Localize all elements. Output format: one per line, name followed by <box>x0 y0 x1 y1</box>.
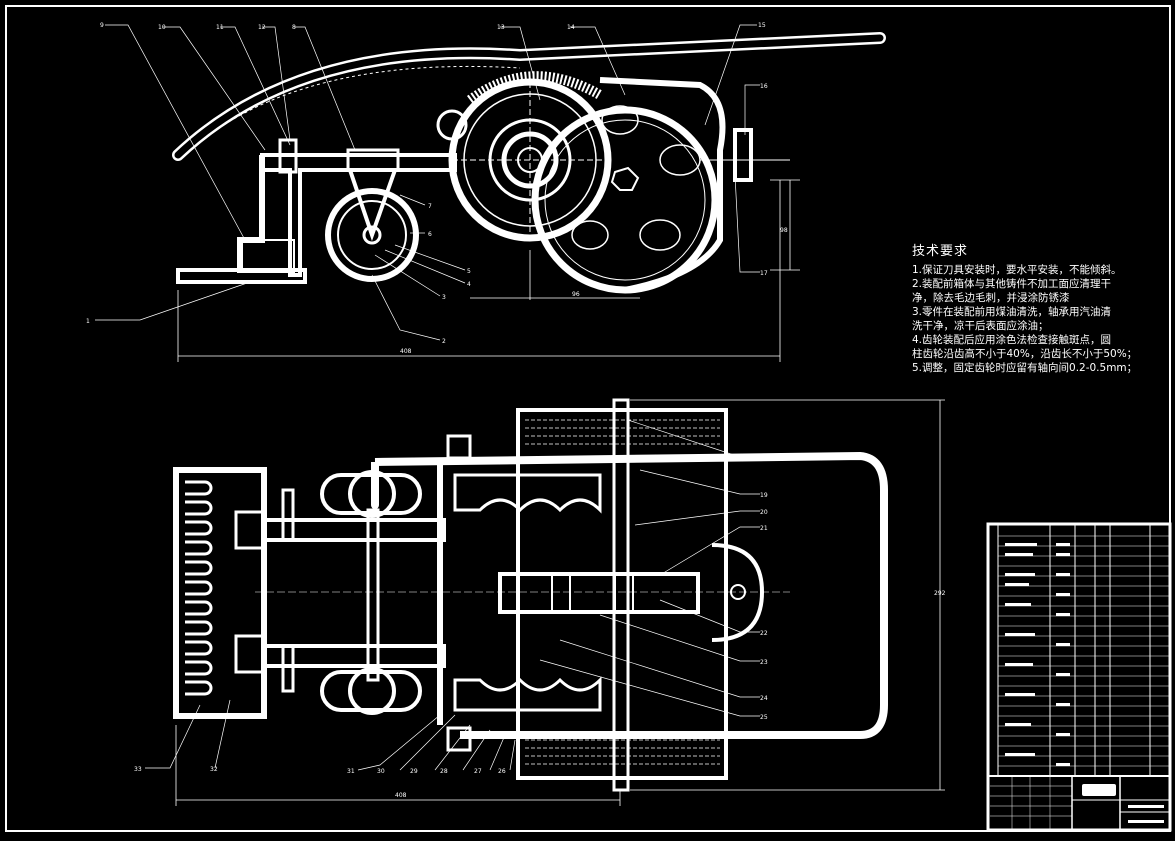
part-number: 18 <box>760 455 768 462</box>
tech-note-line: 5.调整，固定齿轮时应留有轴向间0.2-0.5mm； <box>912 362 1138 374</box>
tech-note-line: 3.零件在装配前用煤油清洗，轴承用汽油清 <box>912 306 1112 318</box>
part-number: 22 <box>760 630 768 637</box>
part-number: 10 <box>158 24 166 31</box>
part-number: 32 <box>210 766 218 773</box>
part-number: 3 <box>442 294 446 301</box>
part-number: 20 <box>760 509 768 516</box>
part-number: 24 <box>760 695 768 702</box>
part-number: 5 <box>467 268 471 275</box>
dim-top-center: 96 <box>572 291 580 298</box>
part-number: 26 <box>498 768 506 775</box>
part-number: 8 <box>292 24 296 31</box>
driven-wheel <box>531 106 719 294</box>
part-number: 30 <box>377 768 385 775</box>
plan-part-numbers: 18 19 20 21 22 23 24 25 26 27 28 29 30 3… <box>134 455 768 775</box>
top-part-numbers: 9 10 11 12 8 13 14 15 16 7 6 5 4 3 2 1 1… <box>86 22 768 345</box>
drawing-border <box>5 5 1171 832</box>
part-number: 2 <box>442 338 446 345</box>
plan-view <box>173 398 945 806</box>
part-number: 29 <box>410 768 418 775</box>
part-number: 33 <box>134 766 142 773</box>
cutter-drum <box>516 408 728 780</box>
tech-note-line: 柱齿轮沿齿高不小于40%，沿齿长不小于50%； <box>912 348 1138 360</box>
part-number: 15 <box>758 22 766 29</box>
part-number: 11 <box>216 24 224 31</box>
part-number: 6 <box>428 231 432 238</box>
part-number: 12 <box>258 24 266 31</box>
tech-note-line: 洗干净，凉干后表面应涂油； <box>912 320 1049 332</box>
part-number: 25 <box>760 714 768 721</box>
side-view <box>172 32 886 362</box>
tech-note-line: 2.装配前箱体与其他铸件不加工面应清理干 <box>912 278 1112 290</box>
part-number: 7 <box>428 203 432 210</box>
dim-top-width: 408 <box>400 348 412 355</box>
part-number: 13 <box>497 24 505 31</box>
top-leaders <box>95 24 760 341</box>
tech-notes-title: 技术要求 <box>912 244 969 259</box>
frame-bar <box>260 153 457 277</box>
cutter-comb <box>173 467 267 719</box>
part-number: 27 <box>474 768 482 775</box>
part-number: 9 <box>100 22 104 29</box>
part-number: 4 <box>467 281 471 288</box>
part-number: 31 <box>347 768 355 775</box>
part-number: 28 <box>440 768 448 775</box>
castor-wheel <box>325 188 419 282</box>
dim-top-height: 98 <box>780 227 788 234</box>
technical-requirements: 技术要求 1.保证刀具安装时，要水平安装，不能倾斜。 2.装配前箱体与其他铸件不… <box>912 240 1174 375</box>
plan-leaders <box>145 419 762 771</box>
part-number: 16 <box>760 83 768 90</box>
part-number: 21 <box>760 525 768 532</box>
bom-text-marks <box>1005 543 1164 823</box>
tech-note-line: 1.保证刀具安装时，要水平安装，不能倾斜。 <box>912 264 1122 276</box>
parts-list-table <box>986 522 1172 832</box>
part-number: 14 <box>567 24 575 31</box>
part-number: 19 <box>760 492 768 499</box>
tech-note-line: 净，除去毛边毛刺，并浸涂防锈漆 <box>912 292 1070 304</box>
part-number: 17 <box>760 270 768 277</box>
dim-plan-width: 408 <box>395 792 407 799</box>
handle-loop <box>374 451 888 739</box>
dim-plan-height: 292 <box>934 590 946 597</box>
part-number: 1 <box>86 318 90 325</box>
tech-note-line: 4.齿轮装配后应用涂色法检查接触斑点，圆 <box>912 334 1112 346</box>
part-number: 23 <box>760 659 768 666</box>
